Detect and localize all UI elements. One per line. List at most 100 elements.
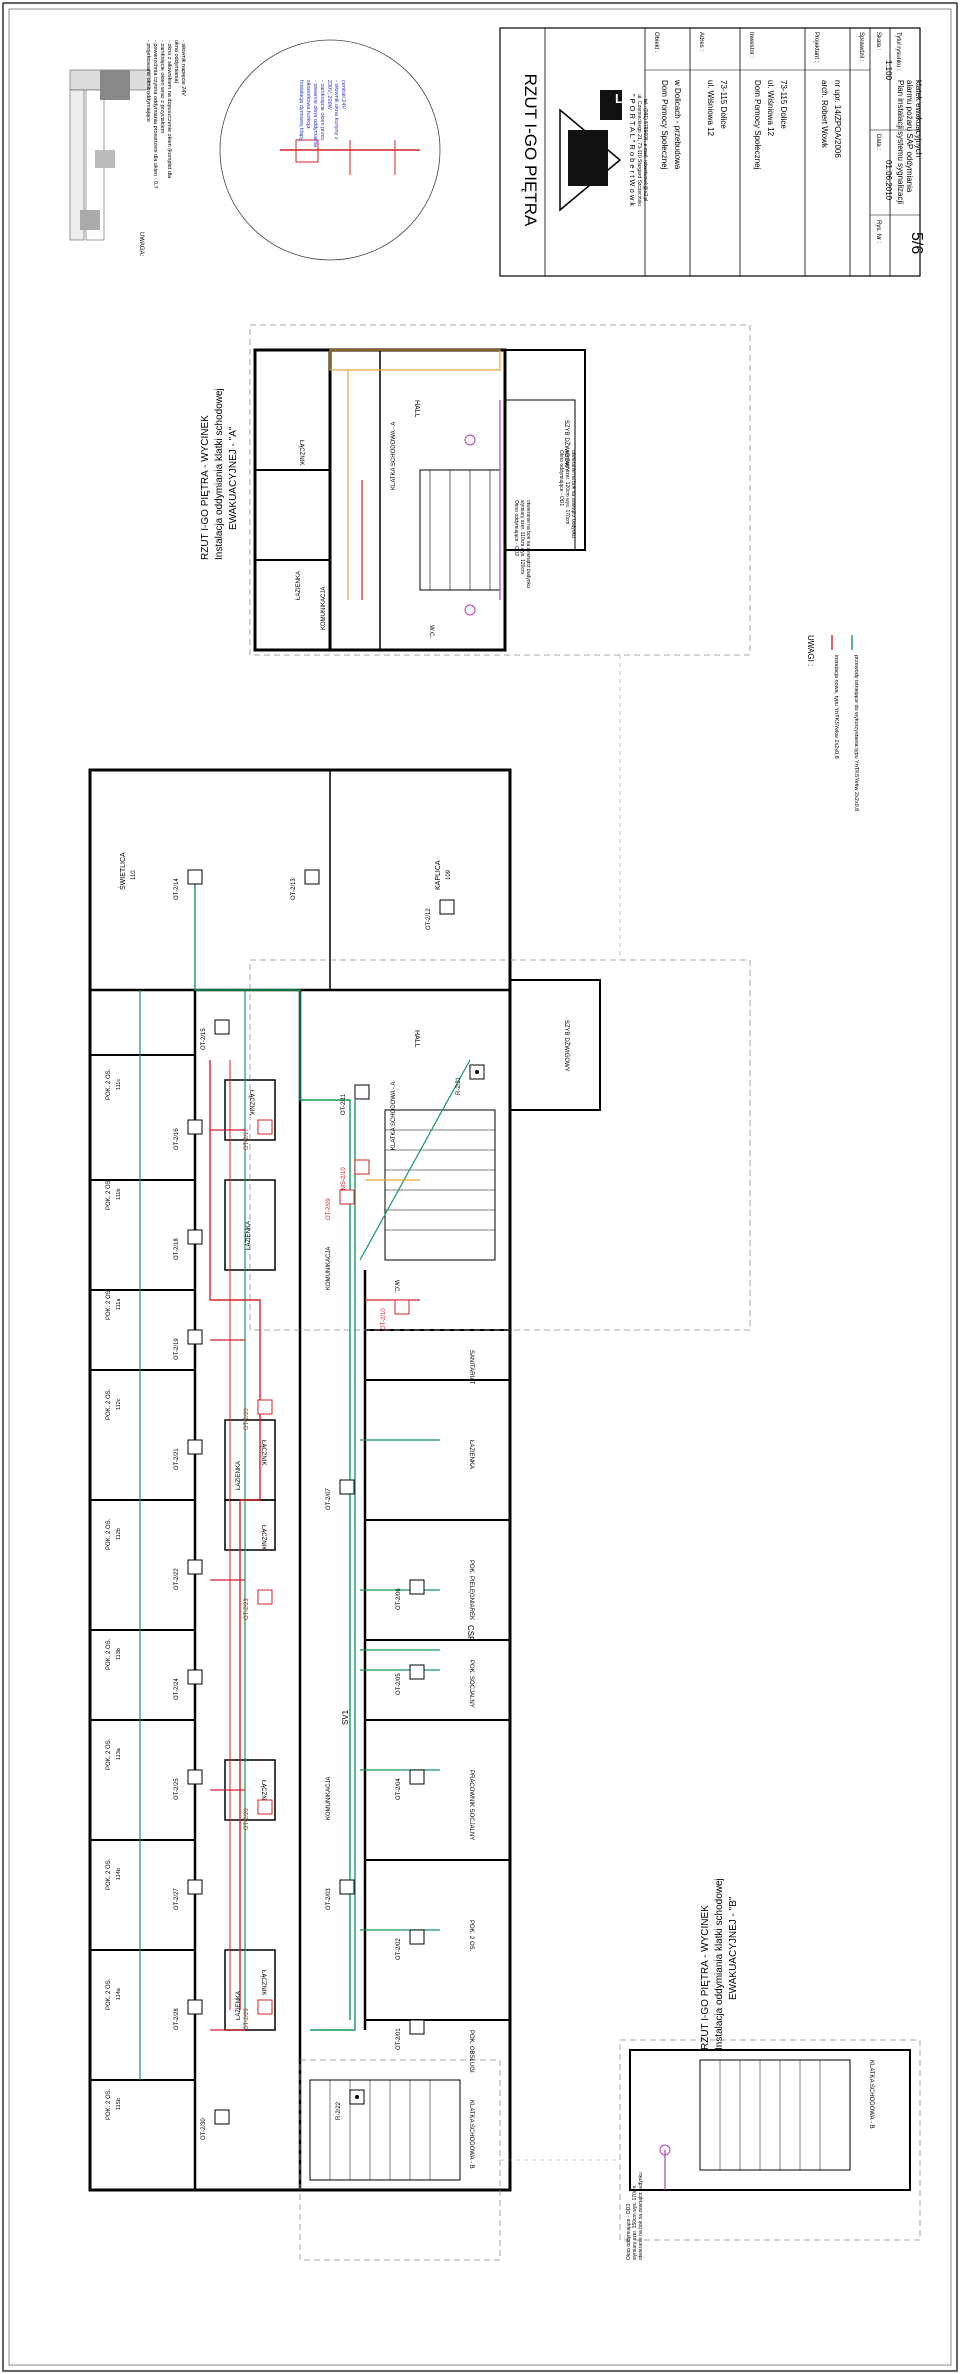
okno-b-2: wymiary szer. 110cm wys. 120cm xyxy=(519,500,525,574)
tytul-value-2: alarmu pożaru SAP oddymiania xyxy=(905,80,914,193)
inwestor-label: Inwestor : xyxy=(748,32,754,58)
detector-ot-2-28[interactable]: OT-2/28 xyxy=(174,1999,203,2030)
svg-text:OT-2/30: OT-2/30 xyxy=(201,2118,207,2140)
room-no-9: 115b xyxy=(116,2098,122,2110)
room-pok-2os-114b: POK. 2 OS. xyxy=(106,1858,112,1890)
obiekt-value-2: w Dolicach - przebudowa xyxy=(673,79,682,170)
view-a-klatka: KLATKA SCHODOWA - A xyxy=(391,422,397,490)
svg-text:OT-2/27: OT-2/27 xyxy=(174,1888,180,1910)
detector-r-2-22[interactable]: R-2/22 xyxy=(336,2089,365,2120)
room-pok-2os-111a: POK. 2 OS. xyxy=(106,1288,112,1320)
view-a-title-2: Instalacja oddymiania klatki schodowej xyxy=(214,388,225,560)
view-b-klatka: KLATKA SCHODOWA - B xyxy=(868,2060,874,2129)
adres-value-1: ul. Wiśniowa 12 xyxy=(706,80,715,137)
svg-text:L: L xyxy=(615,91,623,106)
detail-circle: Instalacja dymowej klapy siłownikowa fun… xyxy=(219,39,441,261)
detector-ot-2-21[interactable]: OT-2/21 xyxy=(174,1439,203,1470)
title-block: L RZUT I-GO PIĘTRA " P O R T A L " R o b… xyxy=(499,27,925,277)
detector-ot-2-04[interactable]: OT-2/04 xyxy=(396,1769,425,1800)
inwestor-value-2: ul. Wiśniowa 12 xyxy=(766,80,775,137)
svg-text:OT-2/17: OT-2/17 xyxy=(244,1128,250,1150)
room-klatka-a: KLATKA SCHODOWA - A xyxy=(391,1082,397,1150)
okno-c-2: wymiary szer. 150cm wys. 170cm xyxy=(632,2186,638,2260)
detector-ot-2-02[interactable]: OT-2/02 xyxy=(396,1929,425,1960)
detector-ot-2-24[interactable]: OT-2/24 xyxy=(174,1669,203,1700)
detector-ms-2-10[interactable]: MS-2/10 xyxy=(341,1159,370,1190)
detector-ot-2-20[interactable]: OT-2/20 xyxy=(244,1399,273,1430)
detector-ot-2-22[interactable]: OT-2/22 xyxy=(174,1559,203,1590)
detector-ot-2-23[interactable]: OT-2/23 xyxy=(244,1589,273,1620)
svg-text:OT-2/04: OT-2/04 xyxy=(396,1778,402,1800)
detector-ot-2-27[interactable]: OT-2/27 xyxy=(174,1879,203,1910)
room-lacznik-112: ŁĄCZNIK xyxy=(260,1440,266,1465)
notes-header: UWAGA: xyxy=(138,232,144,256)
view-a-excerpt: RZUT I-GO PIĘTRA - WYCINEK Instalacja od… xyxy=(200,324,751,656)
svg-text:OT-2/02: OT-2/02 xyxy=(396,1938,402,1960)
room-pok-2os-112b: POK. 2 OS. xyxy=(106,1518,112,1550)
detector-ot-2-30[interactable]: OT-2/30 xyxy=(201,2109,230,2140)
rys-label: Rys. Nr : xyxy=(875,220,881,244)
svg-text:OT-2/20: OT-2/20 xyxy=(244,1408,250,1430)
detector-ot-2-13[interactable]: OT-2/13 xyxy=(291,869,320,900)
legend-header: UWAGI : xyxy=(806,635,815,666)
notes-line-2: - powierzchnia czynna oddymiania przestr… xyxy=(152,40,158,189)
view-a-title-3: EWAKUACYJNEJ - "A" xyxy=(228,426,239,530)
svg-text:OT-2/05: OT-2/05 xyxy=(396,1673,402,1695)
legend: UWAGI : instalacja nowa, typu YnTKSYekw … xyxy=(806,635,859,811)
svg-text:OT-2/22: OT-2/22 xyxy=(174,1568,180,1590)
detector-ot-2-25[interactable]: OT-2/25 xyxy=(174,1769,203,1800)
svg-text:MS-2/10: MS-2/10 xyxy=(341,1167,347,1190)
detector-ot-2-16[interactable]: OT-2/16 xyxy=(174,1119,203,1150)
room-pok-2os-111c: POK. 2 OS. xyxy=(106,1068,112,1100)
detector-ot-2-12[interactable]: OT-2/12 xyxy=(426,899,455,930)
detector-ot-2-14[interactable]: OT-2/14 xyxy=(174,869,203,900)
projektant-value-1: arch. Robert Wowk xyxy=(820,80,829,149)
room-pok-2os-113a: POK. 2 OS. xyxy=(106,1738,112,1770)
skala-value: 1:100 xyxy=(884,60,893,81)
notes-line-4: - okno z siłownikiem na dopuszczenie oki… xyxy=(166,40,172,179)
detector-r-2-21[interactable]: R-2/21 xyxy=(456,1064,485,1095)
svg-text:R-2/22: R-2/22 xyxy=(336,2101,342,2120)
okno-b-3: otwieranie na bok na zewnątrz budynku xyxy=(525,500,531,588)
view-a-lacznik: ŁĄCZNIK xyxy=(298,440,304,465)
tytul-value-1: Plan instalacji systemu sygnalizacji xyxy=(896,80,905,204)
data-label: Data : xyxy=(875,134,881,150)
notes-line-6: - siłownik napięcie 24V xyxy=(180,40,186,96)
room-labels: ŚWIETLICA 110 KAPLICA 109 HALL SZYB DŹWI… xyxy=(106,852,570,2169)
room-kaplica-no: 109 xyxy=(446,869,452,880)
detail-label-6: - siłownik okna kurtyny z xyxy=(333,80,339,140)
detail-label-7: centrali 24V xyxy=(340,80,346,109)
detector-ot-2-29[interactable]: OT-2/29 xyxy=(244,1999,273,2030)
room-no-1: 111b xyxy=(116,1189,122,1200)
svg-text:OT-2/01: OT-2/01 xyxy=(396,2028,402,2050)
svg-text:OT-2/25: OT-2/25 xyxy=(174,1778,180,1800)
room-wc: W.C. xyxy=(393,1280,399,1293)
svg-text:OT-2/23: OT-2/23 xyxy=(244,1598,250,1620)
detector-ot-2-18[interactable]: OT-2/18 xyxy=(174,1229,203,1260)
detector-ot-2-03[interactable]: OT-2/03 xyxy=(326,1879,355,1910)
room-pok-2os-115b: POK. 2 OS. xyxy=(106,2088,112,2120)
notes-line-5: okna oddymiania) xyxy=(173,40,179,84)
okno-a-2: wymiary szer. 120cm wys. 170cm xyxy=(564,450,570,524)
detector-ot-2-07[interactable]: OT-2/07 xyxy=(326,1479,355,1510)
room-lacznik-111: ŁĄCZNIK xyxy=(248,1090,254,1115)
detector-ot-2-06[interactable]: OT-2/06 xyxy=(396,1579,425,1610)
detector-ot-2-19[interactable]: OT-2/19 xyxy=(174,1329,203,1360)
detector-ot-2-05[interactable]: OT-2/05 xyxy=(396,1664,425,1695)
detail-label-1: Instalacja dymowej klapy xyxy=(298,80,304,141)
detector-ot-2-09[interactable]: OT-2/09 xyxy=(326,1189,355,1220)
svg-text:OT-2/09: OT-2/09 xyxy=(326,1198,332,1220)
sheet-inner-frame xyxy=(8,8,952,2366)
detector-ot-2-15[interactable]: OT-2/15 xyxy=(201,1019,230,1050)
room-pok-obslugi: POK. OBSŁUGI xyxy=(468,2030,474,2073)
room-pok-2os-113b: POK. 2 OS. xyxy=(106,1638,112,1670)
detector-ot-2-10[interactable]: OT-2/10 xyxy=(381,1299,410,1330)
svg-text:OT-2/07: OT-2/07 xyxy=(326,1488,332,1510)
detector-ot-2-11[interactable]: OT-2/11 xyxy=(341,1084,370,1115)
detector-ot-2-26[interactable]: OT-2/26 xyxy=(244,1799,273,1830)
detector-ot-2-17[interactable]: OT-2/17 xyxy=(244,1119,273,1150)
svg-text:OT-2/12: OT-2/12 xyxy=(426,908,432,930)
view-a-lazienka: ŁAZIENKA xyxy=(296,571,302,600)
rys-value: 5/6 xyxy=(908,232,925,254)
detector-ot-2-01[interactable]: OT-2/01 xyxy=(396,2019,425,2050)
